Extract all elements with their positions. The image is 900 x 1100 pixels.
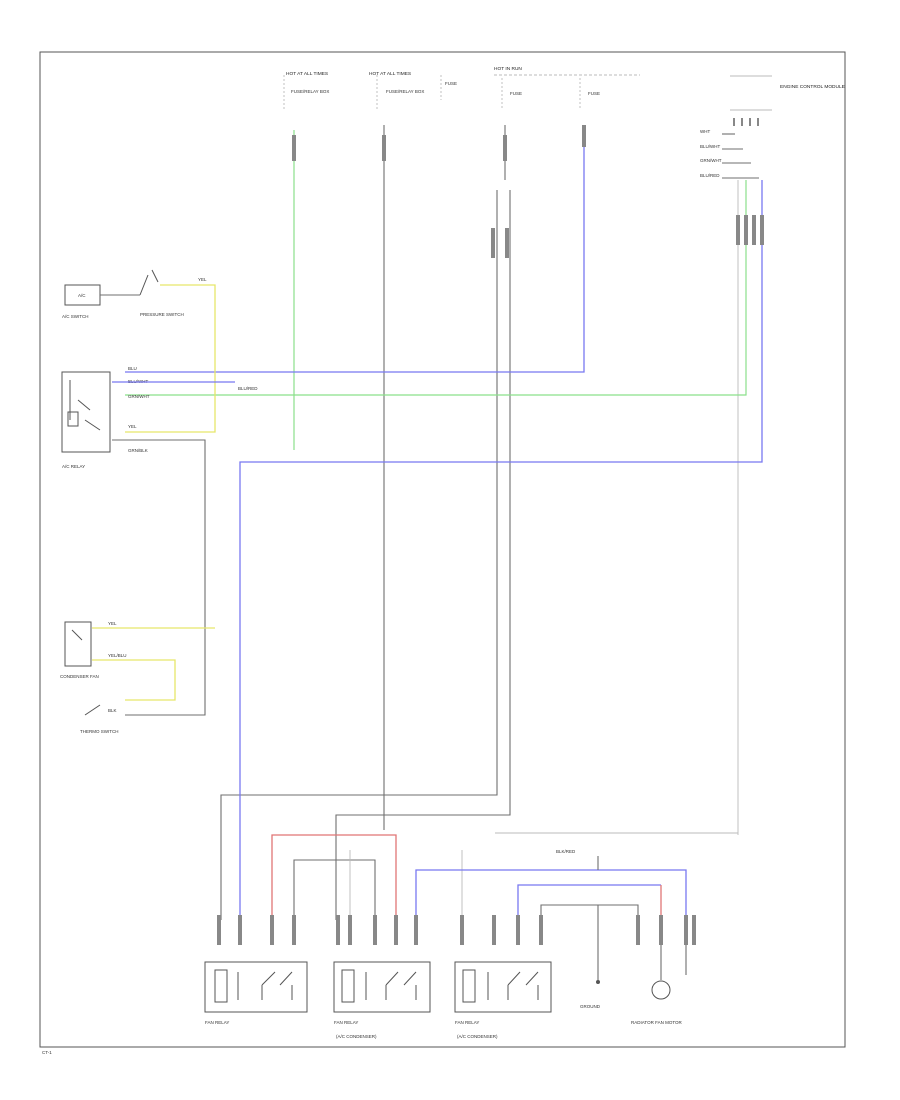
fuse-b: HOT AT ALL TIMES FUSE/RELAY BOX	[369, 71, 424, 110]
condenser-fan-label: CONDENSER FAN	[60, 674, 99, 679]
connector	[692, 915, 696, 945]
ac-relay: A/C RELAY	[61, 371, 111, 469]
connector	[238, 915, 242, 945]
fuse-e-detail: FUSE	[588, 91, 600, 96]
connector	[582, 125, 586, 147]
ac-switch: A/C A/C SWITCH	[62, 284, 101, 319]
fuse-b-title: HOT AT ALL TIMES	[369, 71, 411, 77]
ac-switch-label: A/C SWITCH	[62, 314, 89, 319]
wire-gray-inner	[349, 850, 463, 925]
wire-grn-wht-label: GRN/WHT	[128, 394, 150, 399]
wire-red-top	[271, 834, 397, 925]
wire-blu-red-label: BLU/RED	[238, 386, 258, 391]
fuse-d-detail: FUSE	[510, 91, 522, 96]
fuse-d: HOT IN RUN FUSE	[494, 66, 640, 110]
thermo-switch: THERMO SWITCH	[80, 704, 119, 734]
connector	[736, 215, 740, 245]
wire-blu-label: BLU	[128, 366, 137, 371]
ecm: ENGINE CONTROL MODULE WHT BLU/WHT GRN/WH…	[700, 75, 845, 179]
fan-relay-2: FAN RELAY (A/C CONDENSER)	[333, 961, 431, 1039]
wire-yel-blu-label: YEL/BLU	[108, 653, 127, 658]
connector	[636, 915, 640, 945]
ecm-pin-3: GRN/WHT	[700, 158, 722, 163]
fan-relay-3: FAN RELAY (A/C CONDENSER)	[454, 961, 552, 1039]
wire-blk-label: BLK	[108, 708, 117, 713]
svg-text:A/C: A/C	[78, 293, 86, 298]
connector	[217, 915, 221, 945]
wire-black-fuse-d	[220, 125, 511, 920]
pressure-switch: PRESSURE SWITCH	[139, 269, 184, 317]
ac-relay-label: A/C RELAY	[62, 464, 85, 469]
connector	[414, 915, 418, 945]
fuse-a-detail: FUSE/RELAY BOX	[291, 89, 329, 94]
ground-label: GROUND	[580, 1004, 601, 1009]
wire-yellow-thermo	[92, 659, 176, 701]
connector	[760, 215, 764, 245]
connector	[382, 135, 386, 161]
wire-blue-fuse-e	[125, 125, 585, 373]
fuse-c: FUSE	[440, 75, 457, 100]
ground-icon	[596, 980, 600, 984]
connector	[348, 915, 352, 945]
connector	[373, 915, 377, 945]
fan-relay-1-label: FAN RELAY	[205, 1020, 229, 1025]
radiator-fan-motor: RADIATOR FAN MOTOR	[631, 945, 687, 1025]
connector	[270, 915, 274, 945]
wire-blk-red-label: BLK/RED	[556, 849, 576, 854]
connector	[292, 915, 296, 945]
fan-relay-3-sub: (A/C CONDENSER)	[457, 1034, 498, 1039]
wire-yel-label-3: YEL	[108, 621, 117, 626]
ground-point: GROUND	[580, 1004, 601, 1009]
connector	[394, 915, 398, 945]
ecm-title: ENGINE CONTROL MODULE	[780, 84, 845, 90]
pressure-switch-label: PRESSURE SWITCH	[140, 312, 184, 317]
wire-ecm-green	[125, 180, 747, 396]
connector	[292, 135, 296, 161]
thermo-switch-label: THERMO SWITCH	[80, 729, 119, 734]
wire-grn-blk-label: GRN/BLK	[128, 448, 148, 453]
connector	[744, 215, 748, 245]
ecm-pin-1: WHT	[700, 129, 710, 134]
wire-blue-bottom-2	[517, 884, 661, 925]
fuse-d-title: HOT IN RUN	[494, 66, 522, 72]
connector	[492, 915, 496, 945]
ecm-pin-4: BLU/RED	[700, 173, 720, 178]
connector	[503, 135, 507, 161]
radiator-motor-label: RADIATOR FAN MOTOR	[631, 1020, 683, 1025]
fuse-c-detail: FUSE	[445, 81, 457, 86]
wire-ecm-blue	[239, 180, 763, 925]
fan-relay-2-sub: (A/C CONDENSER)	[336, 1034, 377, 1039]
fuse-a: HOT AT ALL TIMES FUSE/RELAY BOX	[283, 71, 329, 110]
fan-relay-1: FAN RELAY	[204, 961, 308, 1025]
wire-yel-label: YEL	[198, 277, 207, 282]
condenser-fan: CONDENSER FAN	[60, 621, 99, 679]
connector	[336, 915, 340, 945]
fuse-e: FUSE	[579, 78, 600, 110]
connector	[460, 915, 464, 945]
connector	[516, 915, 520, 945]
wire-yellow-pressure	[125, 284, 216, 433]
connector	[684, 915, 688, 945]
fan-relay-3-label: FAN RELAY	[455, 1020, 479, 1025]
connector	[752, 215, 756, 245]
fuse-b-detail: FUSE/RELAY BOX	[386, 89, 424, 94]
connector	[505, 228, 509, 258]
connector	[491, 228, 495, 258]
fuse-a-title: HOT AT ALL TIMES	[286, 71, 328, 77]
wire-black-relay	[112, 439, 206, 716]
ecm-pin-2: BLU/WHT	[700, 144, 721, 149]
connector	[659, 915, 663, 945]
wire-ground-branch	[540, 904, 639, 925]
connector	[539, 915, 543, 945]
fan-relay-2-label: FAN RELAY	[334, 1020, 358, 1025]
diagram-frame	[39, 51, 846, 1048]
wire-yel-label-2: YEL	[128, 424, 137, 429]
page-number: CT-1	[42, 1050, 52, 1055]
wire-blue-bottom	[415, 869, 687, 925]
wire-black-inner	[293, 859, 376, 925]
